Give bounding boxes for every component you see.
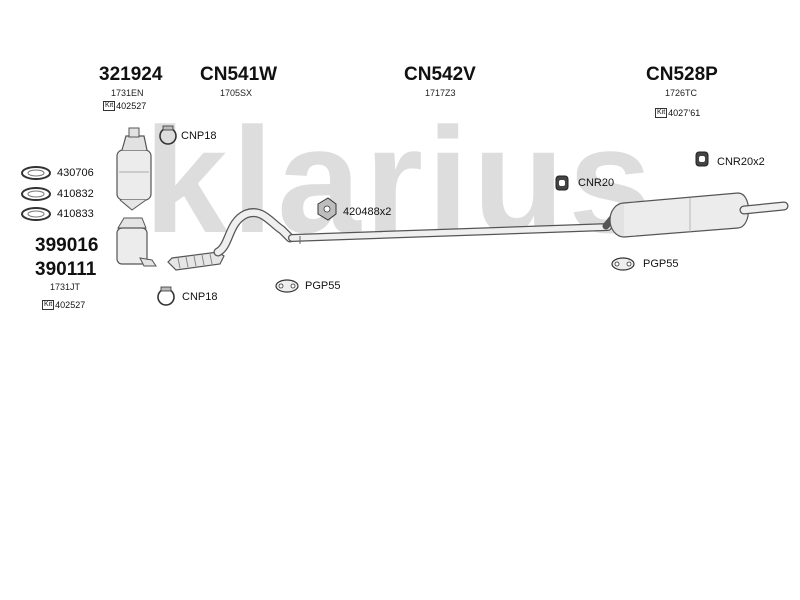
clamp-label-lower: CNP18 <box>182 291 218 303</box>
part-number: 321924 <box>99 64 163 85</box>
gasket-ring-1 <box>21 166 51 180</box>
mount-icon <box>317 197 337 221</box>
kit-box: Kit <box>655 108 668 118</box>
alt-part-number-a: 399016 <box>35 235 99 256</box>
kit-reference: Kit 402527 <box>103 101 146 111</box>
bracket-label-rear: PGP55 <box>643 258 679 270</box>
kit-box: Kit <box>42 300 55 310</box>
gasket-ring-2 <box>21 187 51 201</box>
part-code: 1726TC <box>665 88 698 98</box>
mount-label: 420488x2 <box>343 206 392 218</box>
part-number: CN541W <box>200 64 278 85</box>
catalyst-lower-part <box>116 217 157 267</box>
kit-reference: Kit 4027’61 <box>655 108 700 118</box>
part-number: CN542V <box>404 64 476 85</box>
clamp-icon-upper <box>159 125 177 145</box>
clamp-icon-lower <box>157 286 175 306</box>
part-number: CN528P <box>646 64 718 85</box>
alt-part-number-b: 390111 <box>35 259 97 280</box>
bracket-icon-front <box>275 279 299 293</box>
rubber-label-mid: CNR20 <box>578 177 615 189</box>
clamp-label-upper: CNP18 <box>181 130 217 142</box>
rubber-hanger-icon-rear <box>695 151 709 167</box>
bracket-label-front: PGP55 <box>305 280 341 292</box>
catalyst-upper-part <box>116 127 152 211</box>
kit-number: 402527 <box>55 300 86 310</box>
gasket-ring-3 <box>21 207 51 221</box>
gasket-label: 410832 <box>57 188 94 200</box>
rear-silencer-part <box>602 192 789 238</box>
part-code: 1717Z3 <box>425 88 456 98</box>
kit-number: 4027’61 <box>668 108 701 118</box>
part-code: 1705SX <box>220 88 253 98</box>
flexible-pipe-part <box>167 251 225 271</box>
rubber-hanger-icon-mid <box>555 175 569 191</box>
part-code: 1731EN <box>111 88 144 98</box>
gasket-label: 430706 <box>57 167 94 179</box>
front-pipe-part <box>213 208 295 257</box>
alt-part-code: 1731JT <box>50 282 81 292</box>
bracket-icon-rear <box>611 257 635 271</box>
rubber-label-rear: CNR20x2 <box>717 156 765 168</box>
gasket-label: 410833 <box>57 208 94 220</box>
kit-number: 402527 <box>116 101 147 111</box>
kit-box: Kit <box>103 101 116 111</box>
middle-pipe-part <box>288 223 612 244</box>
kit-reference: Kit 402527 <box>42 300 85 310</box>
